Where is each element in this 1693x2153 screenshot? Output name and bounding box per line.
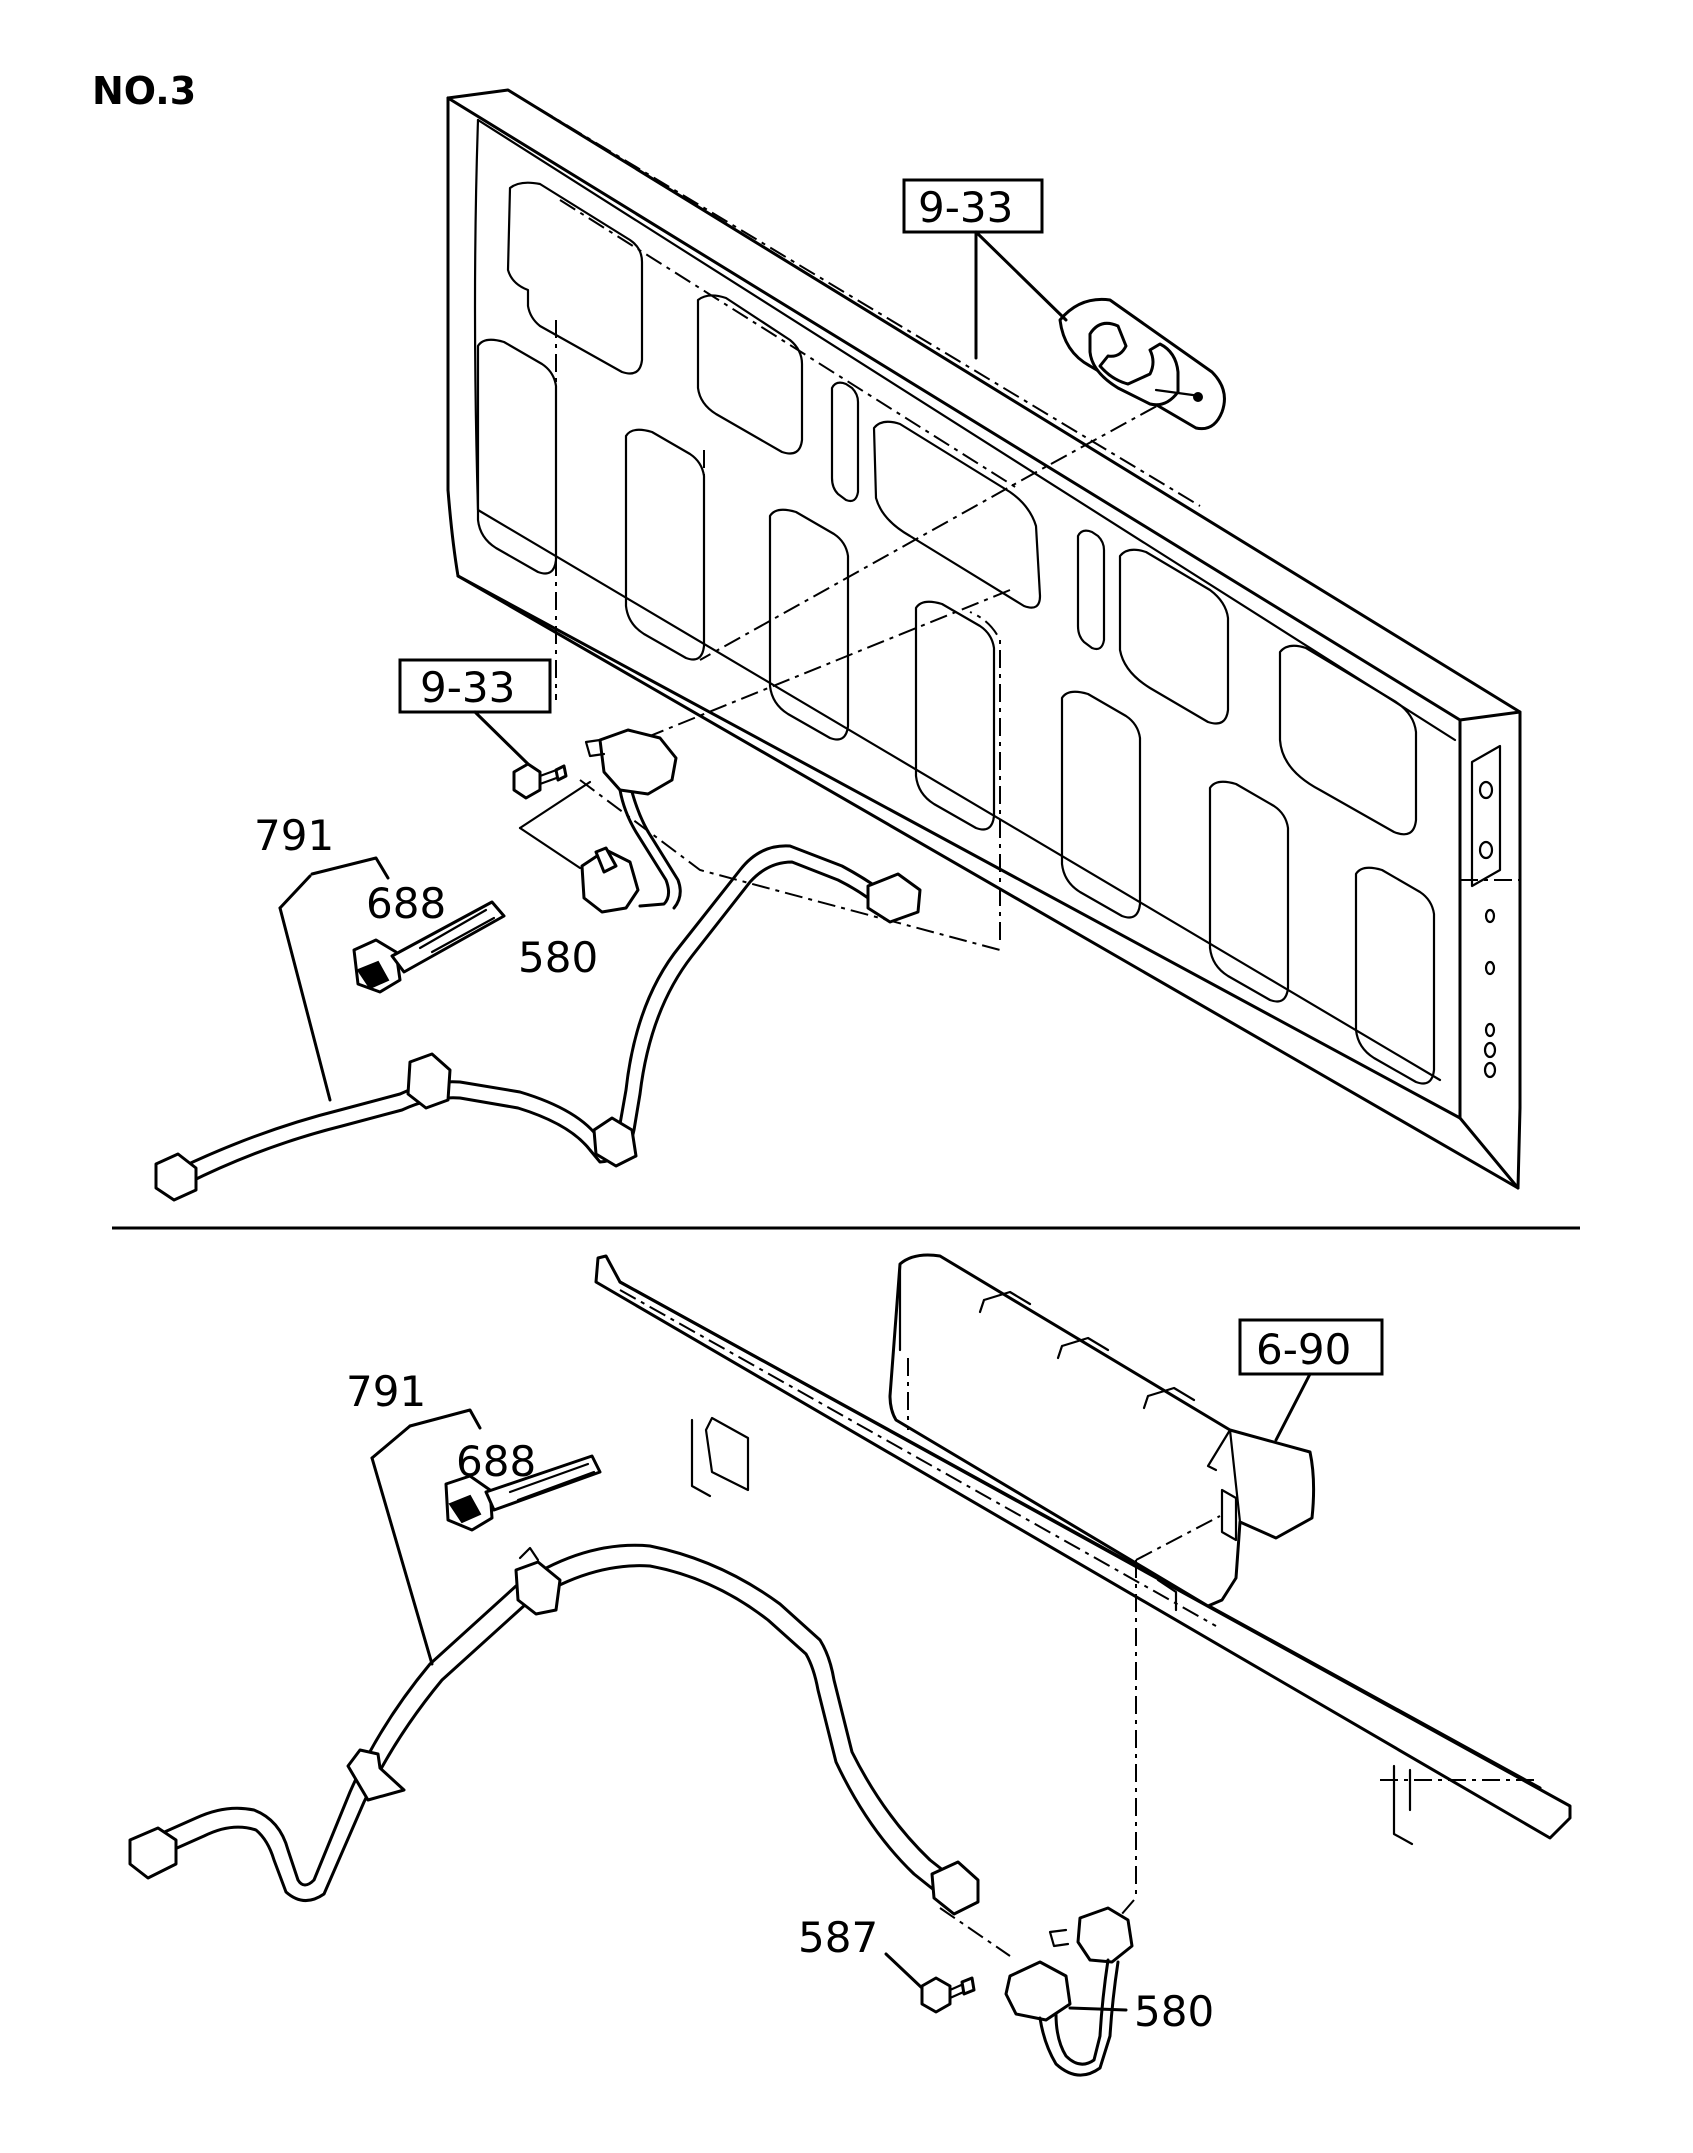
label-580-bottom: 580 xyxy=(1134,1987,1214,2036)
alignment-lines-bottom xyxy=(619,1289,1540,1957)
bed-rail xyxy=(594,1254,1572,1846)
label-791-bottom: 791 xyxy=(346,1367,426,1416)
harness-791-bottom[interactable] xyxy=(128,1543,980,1916)
screw-top xyxy=(512,762,568,800)
ref-label: 9-33 xyxy=(918,183,1013,232)
ref-box-9-33-lower[interactable]: 9-33 xyxy=(398,658,552,714)
label-688-bottom: 688 xyxy=(456,1437,536,1486)
lamp-housing xyxy=(888,1253,1316,1612)
ref-box-9-33-upper[interactable]: 9-33 xyxy=(902,178,1044,234)
label-688-top: 688 xyxy=(366,879,446,928)
label-587: 587 xyxy=(798,1913,878,1962)
switch-580-top[interactable] xyxy=(518,728,682,914)
clip-688-bottom[interactable] xyxy=(444,1454,602,1532)
harness-791-top[interactable] xyxy=(154,844,922,1202)
label-791-top: 791 xyxy=(254,811,334,860)
switch-580-bottom[interactable] xyxy=(1004,1906,1134,2077)
ref-box-6-90[interactable]: 6-90 xyxy=(1238,1318,1384,1376)
screw-587[interactable] xyxy=(920,1976,976,2014)
tailgate-handle-part xyxy=(1058,297,1226,431)
diagram-title: NO.3 xyxy=(92,69,196,113)
tailgate-panel xyxy=(446,88,1522,1190)
label-580-top: 580 xyxy=(518,933,598,982)
ref-label: 9-33 xyxy=(420,663,515,712)
ref-label: 6-90 xyxy=(1256,1325,1351,1374)
clip-688-top[interactable] xyxy=(352,900,506,994)
alignment-lines-top xyxy=(447,89,1520,951)
